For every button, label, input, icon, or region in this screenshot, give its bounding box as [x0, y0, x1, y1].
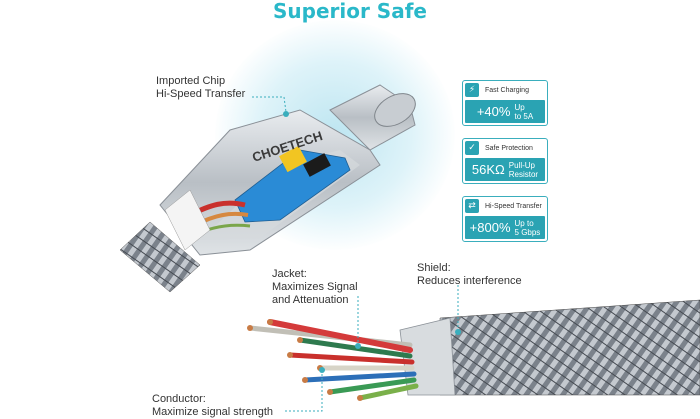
- hi-speed-transfer-value: +800%: [469, 220, 511, 235]
- usb-c-plug: [329, 84, 416, 151]
- top-cable-braid: [119, 221, 201, 293]
- bottom-cable-braid: [399, 299, 700, 396]
- bottom-conductors: [247, 319, 419, 401]
- safe-protection-badge: ✓ Safe Protection 56KΩ Pull-Up Resistor: [462, 138, 548, 184]
- conductor-callout-desc: Maximize signal strength: [152, 406, 274, 418]
- jacket-callout-dot: [355, 343, 361, 349]
- safe-protection-detail-1: Pull-Up: [508, 160, 535, 170]
- fast-charging-badge: ⚡ Fast Charging +40% Up to 5A: [462, 80, 548, 126]
- fast-charging-detail-1: Up: [514, 102, 525, 112]
- top-connector-housing: [159, 109, 381, 256]
- shield-callout-title: Shield:: [417, 262, 451, 274]
- safe-protection-detail-2: Resistor: [508, 169, 539, 179]
- jacket-callout-desc-1: Maximizes Signal: [272, 281, 358, 293]
- shield-callout-dot: [455, 329, 461, 335]
- jacket-callout-desc-2: and Attenuation: [272, 294, 349, 306]
- conductor-callout: Conductor: Maximize signal strength: [152, 393, 273, 419]
- hi-speed-transfer-badge: ⇄ Hi-Speed Transfer +800% Up to 5 Gbps: [462, 196, 548, 242]
- chip-callout-title: Imported Chip: [156, 75, 226, 87]
- conductor-callout-title: Conductor:: [152, 393, 206, 405]
- chip-callout-dot: [283, 111, 289, 117]
- conductor-callout-line: [285, 372, 323, 412]
- chip-callout-desc: Hi-Speed Transfer: [156, 88, 246, 100]
- jacket-callout-title: Jacket:: [272, 268, 307, 280]
- fast-charging-caption: Fast Charging: [485, 86, 529, 94]
- shield-check-icon: ✓: [465, 141, 479, 155]
- chip-callout-line: [252, 96, 287, 113]
- hi-speed-transfer-detail-2: 5 Gbps: [514, 227, 541, 237]
- lightning-icon: ⚡: [465, 83, 479, 97]
- hi-speed-transfer-caption: Hi-Speed Transfer: [485, 202, 542, 210]
- safe-protection-caption: Safe Protection: [485, 144, 533, 152]
- safe-protection-value: 56KΩ: [471, 162, 505, 177]
- hi-speed-transfer-detail-1: Up to: [514, 218, 534, 228]
- shield-callout: Shield: Reduces interference: [417, 262, 522, 288]
- speed-arrows-icon: ⇄: [465, 199, 479, 213]
- shield-callout-desc: Reduces interference: [417, 275, 522, 287]
- chip-callout: Imported Chip Hi-Speed Transfer: [156, 75, 245, 101]
- page-title: Superior Safe: [273, 0, 427, 23]
- fast-charging-detail-2: to 5A: [514, 111, 534, 121]
- jacket-callout: Jacket: Maximizes Signal and Attenuation: [272, 268, 358, 307]
- conductor-callout-dot: [319, 367, 325, 373]
- fast-charging-value: +40%: [476, 104, 511, 119]
